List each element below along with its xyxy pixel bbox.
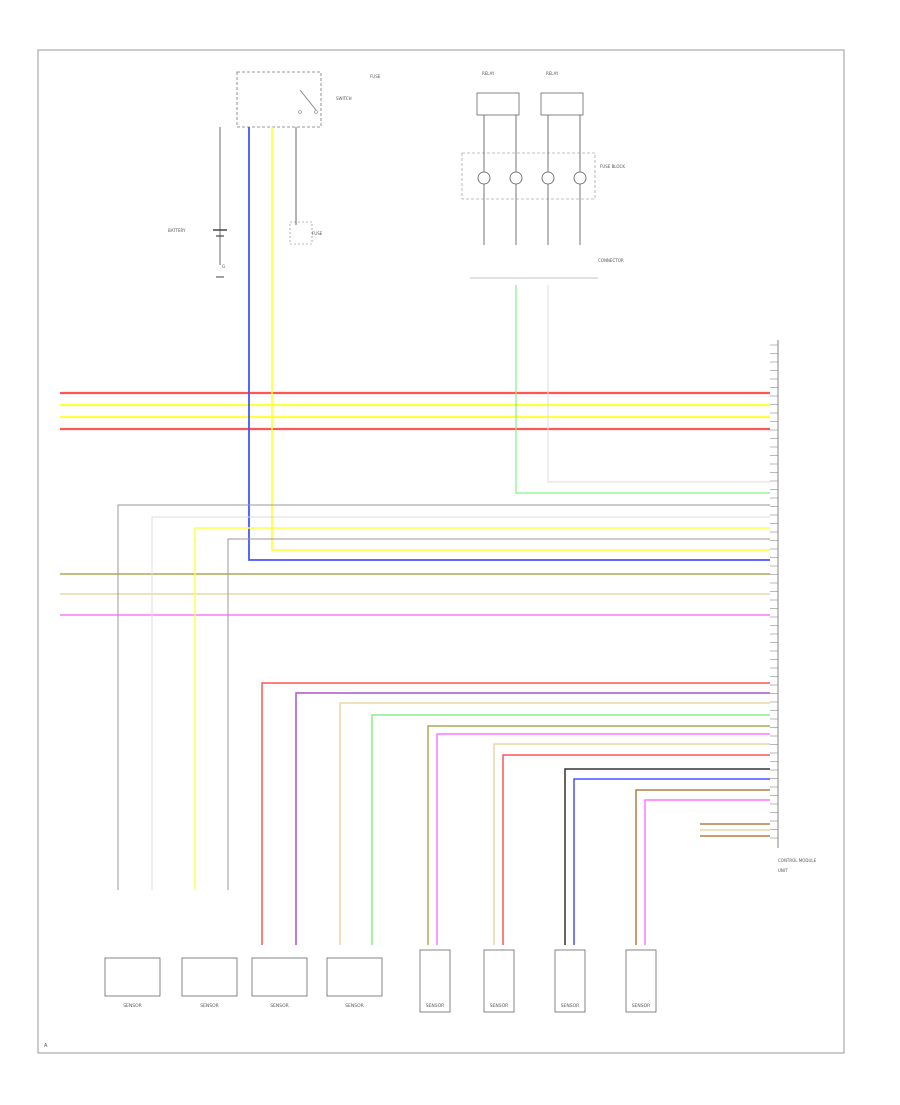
wire-harness	[60, 127, 770, 945]
diagram-frame	[37, 49, 845, 1054]
relay-a: RELAY	[476, 71, 520, 116]
wire-s1-b	[151, 516, 770, 890]
sensor-label: SENSOR	[632, 1003, 651, 1009]
sensor-1: SENSOR	[104, 957, 161, 1009]
relay-b-label: RELAY	[546, 71, 559, 76]
sensor-5: SENSOR	[419, 949, 451, 1013]
sensor-body	[251, 957, 308, 997]
wire-sensor-drop	[644, 799, 770, 945]
sensor-body	[326, 957, 383, 997]
sensor-body	[554, 949, 586, 1013]
sensor-8: SENSOR	[625, 949, 657, 1013]
wire-sensor-drop	[339, 702, 770, 945]
control-module-sub-label: UNIT	[778, 868, 788, 873]
sensor-6: SENSOR	[483, 949, 515, 1013]
fuse-2	[289, 221, 313, 245]
wire-sensor-drop	[502, 754, 770, 945]
sensor-body	[483, 949, 515, 1013]
control-module-pins	[770, 344, 778, 839]
fuse-label: FUSE	[370, 74, 381, 79]
sensor-label: SENSOR	[561, 1003, 580, 1009]
battery-label: BATTERY	[168, 228, 186, 233]
ground-label: G	[222, 264, 225, 269]
relay-a-label: RELAY	[482, 71, 495, 76]
wire-yellow-feed	[271, 127, 770, 551]
sensor-label: SENSOR	[123, 1003, 142, 1009]
connector-label: CONNECTOR	[598, 258, 624, 263]
wire-s2-a	[194, 527, 770, 890]
sensor-4: SENSOR	[326, 957, 383, 1009]
switch-label: SWITCH	[336, 96, 352, 101]
sensor-2: SENSOR	[181, 957, 238, 1009]
fuse-block	[461, 152, 596, 200]
fuse-block-label: FUSE BLOCK	[600, 164, 625, 169]
wire-s2-b	[227, 538, 770, 890]
wire-sensor-drop	[261, 682, 770, 945]
sensor-label: SENSOR	[490, 1003, 509, 1009]
sensor-body	[625, 949, 657, 1013]
control-module-label: CONTROL MODULE	[778, 858, 817, 863]
wire-sensor-drop	[564, 768, 770, 945]
sensor-label: SENSOR	[270, 1003, 289, 1009]
sensor-label: SENSOR	[426, 1003, 445, 1009]
sensor-body	[419, 949, 451, 1013]
sensor-7: SENSOR	[554, 949, 586, 1013]
wire-sensor-drop	[371, 714, 770, 945]
wire-green-connector	[515, 285, 770, 494]
page-ref: A	[44, 1043, 48, 1049]
relay-b: RELAY	[540, 71, 584, 116]
wire-sensor-drop	[493, 743, 770, 945]
wire-gray-connector	[547, 285, 770, 483]
ignition-switch-assembly: FUSE SWITCH	[236, 71, 381, 128]
sensor-3: SENSOR	[251, 957, 308, 1009]
sensor-row: SENSOR SENSOR SENSOR SENSOR SENSOR SENSOR SENS…	[104, 949, 657, 1013]
wire-sensor-drop	[295, 692, 770, 945]
sensor-label: SENSOR	[200, 1003, 219, 1009]
wire-sensor-drop	[635, 789, 770, 945]
wire-sensor-drop	[573, 778, 770, 945]
sensor-label: SENSOR	[345, 1003, 364, 1009]
fuse-block-contacts	[477, 115, 587, 245]
sensor-body	[181, 957, 238, 997]
wire-sensor-drop	[436, 733, 770, 945]
wire-blue-feed	[248, 127, 770, 561]
wire-s1-a	[117, 504, 770, 890]
sensor-body	[104, 957, 161, 997]
wire-sensor-drop	[427, 725, 770, 945]
fuse2-label: FUSE	[312, 231, 323, 236]
